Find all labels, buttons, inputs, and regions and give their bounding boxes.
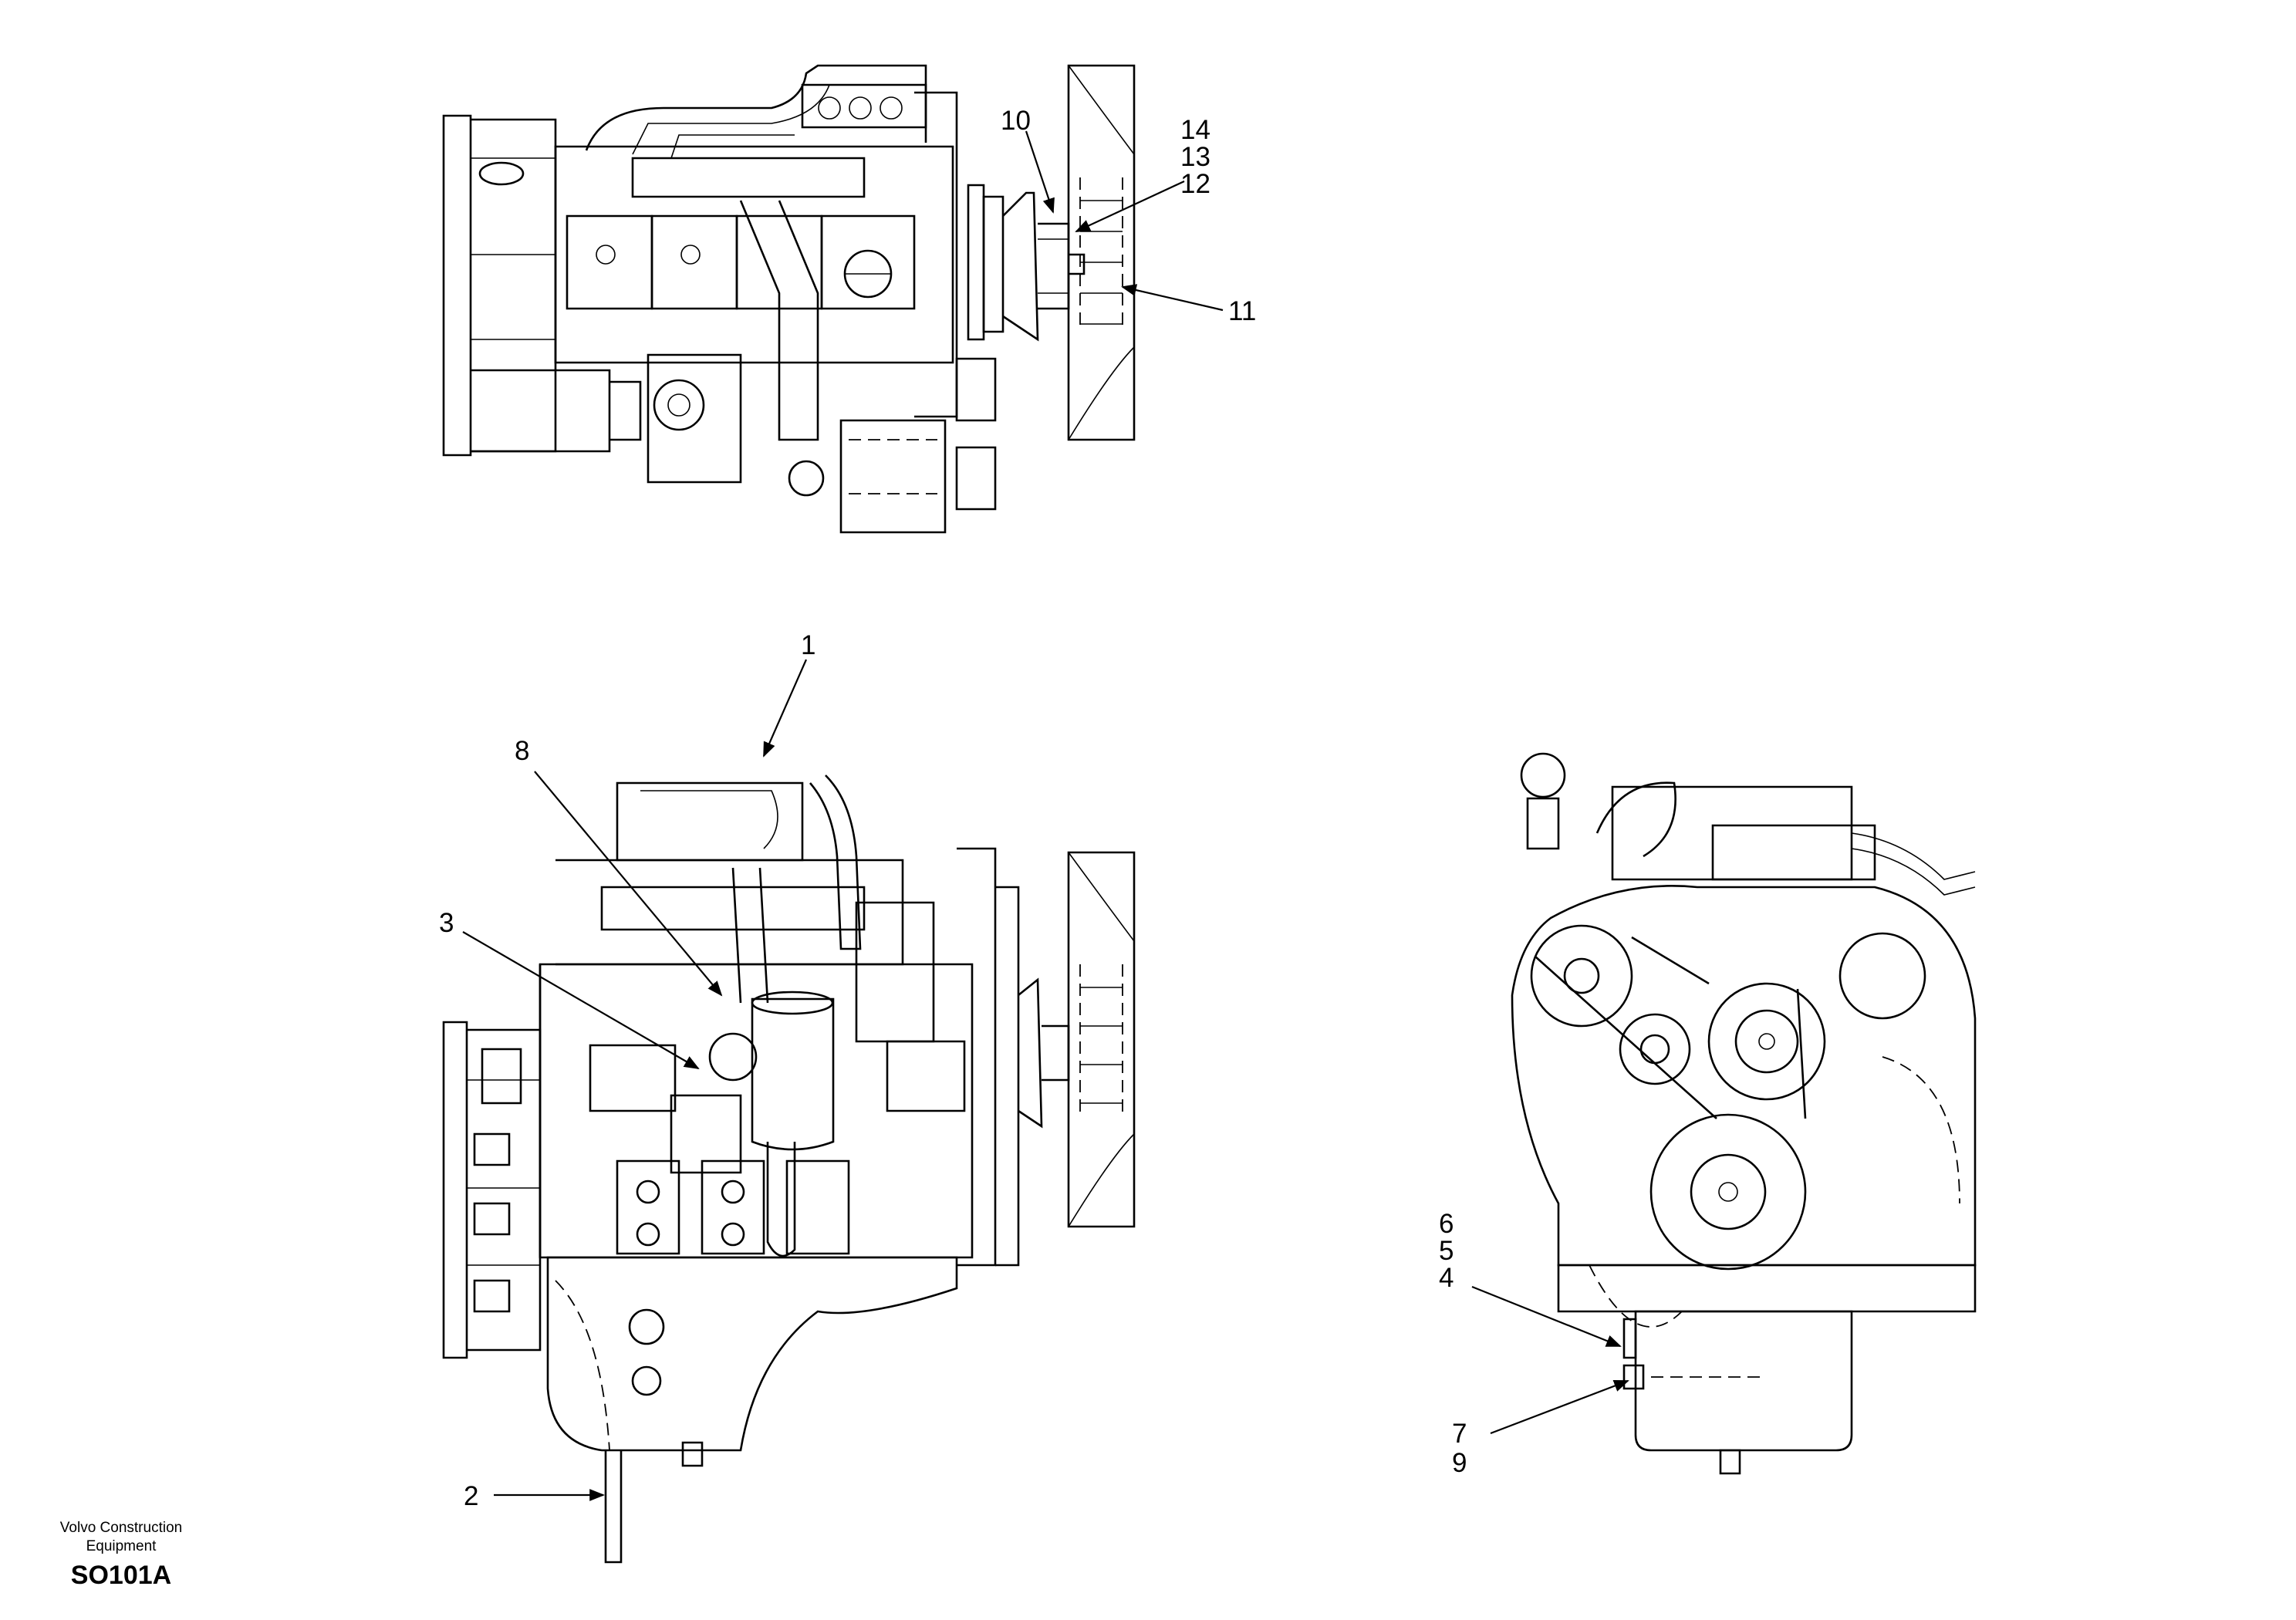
callout-7: 7 xyxy=(1452,1419,1467,1449)
callout-11: 11 xyxy=(1228,296,1256,326)
callout-14: 14 xyxy=(1180,115,1210,145)
drawing-code: SO101A xyxy=(71,1561,171,1590)
callout-12: 12 xyxy=(1180,169,1210,199)
engine-front-view xyxy=(1471,752,1977,1475)
brand-line-1: Volvo Construction xyxy=(60,1520,182,1536)
callout-3: 3 xyxy=(439,908,454,938)
brand-line-2: Equipment xyxy=(86,1538,157,1554)
callout-4: 4 xyxy=(1439,1263,1454,1293)
callout-6: 6 xyxy=(1439,1209,1454,1239)
callout-9: 9 xyxy=(1452,1448,1467,1478)
callout-1: 1 xyxy=(801,630,815,660)
callout-5: 5 xyxy=(1439,1236,1454,1266)
title-block: Volvo Construction Equipment SO101A xyxy=(60,1520,182,1590)
callout-10: 10 xyxy=(1001,106,1031,136)
callout-2: 2 xyxy=(464,1481,478,1511)
callout-13: 13 xyxy=(1180,142,1210,172)
engine-top-view xyxy=(442,64,1224,534)
callout-labels: 14 13 12 10 11 1 8 3 2 6 5 4 7 9 xyxy=(439,106,1467,1511)
engine-side-view xyxy=(442,659,1136,1564)
callout-8: 8 xyxy=(515,736,529,766)
